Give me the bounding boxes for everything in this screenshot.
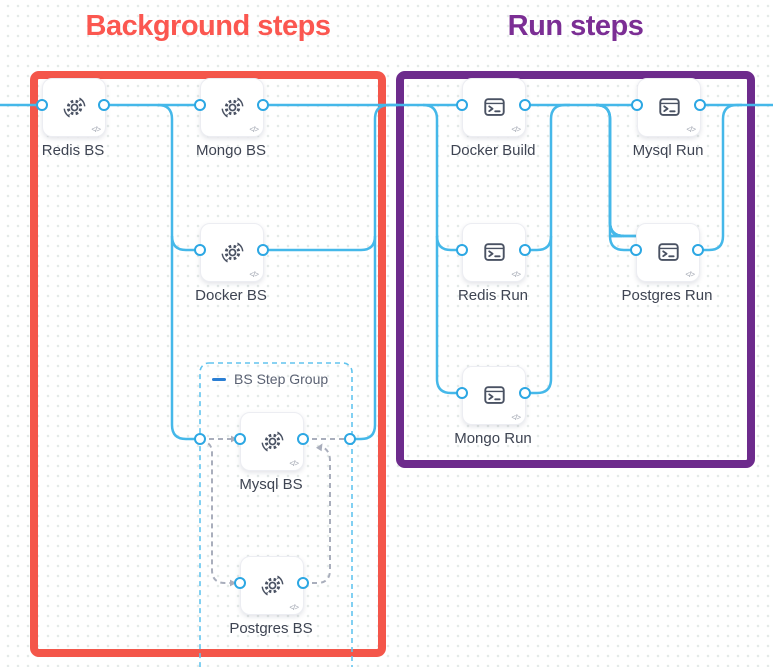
step-card-mongo-bs[interactable]: </> [200, 78, 264, 137]
code-badge: </> [686, 125, 696, 134]
step-label-mongo-bs: Mongo BS [195, 142, 267, 159]
blue-connectors [0, 103, 773, 441]
code-badge: </> [289, 603, 299, 612]
port-docker-bs-in[interactable] [194, 244, 206, 256]
step-label-docker-bs: Docker BS [195, 287, 267, 304]
step-label-postgres-bs: Postgres BS [229, 620, 313, 637]
step-card-mongo-run[interactable]: </> [462, 366, 526, 425]
step-card-mysql-run[interactable]: </> [637, 78, 701, 137]
port-group-out[interactable] [344, 433, 356, 445]
sync-gear-icon [261, 431, 283, 452]
terminal-icon [483, 98, 505, 116]
step-card-docker-build[interactable]: </> [462, 78, 526, 137]
group-dashed-connectors [199, 438, 350, 584]
terminal-icon [658, 98, 680, 116]
run-steps-title: Run steps [507, 10, 644, 42]
port-postgres-run-out[interactable] [692, 244, 704, 256]
sync-gear-icon [221, 97, 243, 118]
port-mysql-bs-out[interactable] [297, 433, 309, 445]
terminal-icon [483, 386, 505, 404]
step-label-mysql-bs: Mysql BS [239, 476, 303, 493]
step-card-postgres-run[interactable]: </> [636, 223, 700, 282]
port-redis-bs-in[interactable] [36, 99, 48, 111]
code-badge: </> [289, 459, 299, 468]
port-redis-run-out[interactable] [519, 244, 531, 256]
step-card-mysql-bs[interactable]: </> [240, 412, 304, 471]
step-label-mongo-run: Mongo Run [454, 430, 532, 447]
port-mysql-run-in[interactable] [631, 99, 643, 111]
step-card-redis-run[interactable]: </> [462, 223, 526, 282]
background-steps-title: Background steps [85, 10, 332, 42]
step-label-mysql-run: Mysql Run [632, 142, 704, 159]
port-mongo-bs-out[interactable] [257, 99, 269, 111]
code-badge: </> [685, 270, 695, 279]
port-postgres-run-in[interactable] [630, 244, 642, 256]
background-steps-box [30, 71, 386, 657]
port-mongo-run-out[interactable] [519, 387, 531, 399]
code-badge: </> [511, 270, 521, 279]
port-mysql-run-out[interactable] [694, 99, 706, 111]
port-redis-bs-out[interactable] [98, 99, 110, 111]
run-steps-box [396, 71, 755, 468]
code-badge: </> [91, 125, 101, 134]
port-mongo-bs-in[interactable] [194, 99, 206, 111]
step-group-label: BS Step Group [234, 371, 329, 387]
step-label-postgres-run: Postgres Run [621, 287, 713, 304]
step-card-postgres-bs[interactable]: </> [240, 556, 304, 615]
sync-gear-icon [261, 575, 283, 596]
step-group-header: BS Step Group [212, 371, 328, 387]
sync-gear-icon [63, 97, 85, 118]
code-badge: </> [511, 125, 521, 134]
terminal-icon [657, 243, 679, 261]
terminal-icon [483, 243, 505, 261]
step-group-outline[interactable] [199, 362, 353, 667]
port-postgres-bs-in[interactable] [234, 577, 246, 589]
port-group-in[interactable] [194, 433, 206, 445]
port-docker-build-out[interactable] [519, 99, 531, 111]
port-postgres-bs-out[interactable] [297, 577, 309, 589]
step-card-docker-bs[interactable]: </> [200, 223, 264, 282]
step-card-redis-bs[interactable]: </> [42, 78, 106, 137]
collapse-group-icon[interactable] [212, 377, 226, 381]
code-badge: </> [249, 125, 259, 134]
step-label-redis-run: Redis Run [457, 287, 529, 304]
code-badge: </> [511, 413, 521, 422]
step-label-redis-bs: Redis BS [41, 142, 105, 159]
code-badge: </> [249, 270, 259, 279]
port-docker-bs-out[interactable] [257, 244, 269, 256]
port-mongo-run-in[interactable] [456, 387, 468, 399]
sync-gear-icon [221, 242, 243, 263]
step-label-docker-build: Docker Build [450, 142, 536, 159]
port-mysql-bs-in[interactable] [234, 433, 246, 445]
port-redis-run-in[interactable] [456, 244, 468, 256]
port-docker-build-in[interactable] [456, 99, 468, 111]
